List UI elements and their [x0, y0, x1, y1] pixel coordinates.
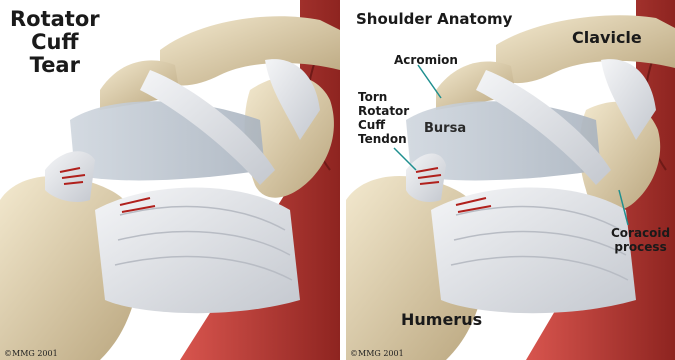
title-line: Tear — [10, 54, 100, 77]
coracoid-line: Coracoid — [611, 226, 670, 240]
acromion-label: Acromion — [394, 54, 458, 66]
humerus-label: Humerus — [401, 312, 482, 328]
coracoid-line: process — [611, 240, 670, 254]
torn-tendon-line: Cuff — [358, 118, 409, 132]
coracoid-label: Coracoid process — [611, 226, 670, 254]
title-line: Cuff — [10, 31, 100, 54]
torn-tendon-line: Tendon — [358, 132, 409, 146]
shoulder-anatomy-panel: Shoulder Anatomy Clavicle Acromion Torn … — [346, 0, 675, 360]
rotator-cuff-tear-title: Rotator Cuff Tear — [10, 8, 100, 77]
copyright-right: ©MMG 2001 — [350, 349, 404, 358]
clavicle-label: Clavicle — [572, 30, 642, 46]
title-line: Rotator — [10, 8, 100, 31]
rotator-cuff-tear-panel: Rotator Cuff Tear ©MMG 2001 — [0, 0, 340, 360]
torn-tendon-label: Torn Rotator Cuff Tendon — [358, 90, 409, 146]
shoulder-anatomy-title: Shoulder Anatomy — [356, 12, 512, 27]
copyright-left: ©MMG 2001 — [4, 349, 58, 358]
torn-tendon-line: Rotator — [358, 104, 409, 118]
torn-tendon-line: Torn — [358, 90, 409, 104]
bursa-label: Bursa — [424, 122, 466, 135]
